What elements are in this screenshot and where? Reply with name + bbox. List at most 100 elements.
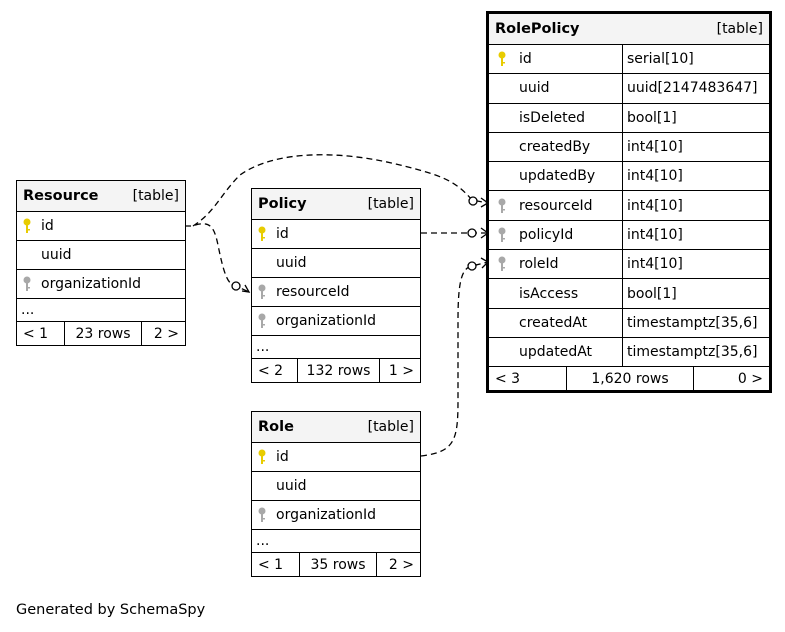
column-row[interactable]: resourceId	[252, 277, 420, 306]
edge-resource-policy-end	[231, 281, 241, 291]
column-name: id	[276, 449, 289, 465]
column-row[interactable]: isAccess bool[1]	[489, 278, 769, 308]
more-columns: ...	[252, 529, 420, 552]
column-name-cell: updatedAt	[489, 338, 622, 366]
column-name: isDeleted	[519, 109, 586, 126]
column-name: updatedBy	[519, 168, 596, 185]
foreign-key-icon	[252, 313, 272, 329]
column-type: int4[10]	[622, 220, 769, 250]
ellipsis: ...	[256, 533, 270, 549]
column-row[interactable]: id	[252, 442, 420, 471]
column-row[interactable]: organizationId	[252, 500, 420, 529]
column-type: timestamptz[35,6]	[622, 308, 769, 337]
edge-resource-rolepolicy	[192, 154, 489, 227]
column-row[interactable]: uuid	[252, 248, 420, 277]
row-count: 132 rows	[297, 359, 380, 382]
column-name-cell: uuid	[489, 74, 622, 102]
column-name-cell: updatedBy	[489, 162, 622, 190]
column-name: organizationId	[276, 507, 377, 523]
column-name: isAccess	[519, 285, 579, 302]
column-name-cell: createdBy	[489, 133, 622, 161]
next-link[interactable]: 1 >	[388, 362, 414, 379]
table-name[interactable]: Role	[258, 419, 294, 435]
table-role[interactable]: Role [table] id uuid organizationId ... …	[251, 411, 421, 577]
edge-resource-policy	[185, 223, 250, 293]
ellipsis: ...	[256, 339, 270, 355]
prev-link[interactable]: < 2	[258, 362, 284, 379]
column-type: int4[10]	[622, 162, 769, 191]
primary-key-icon	[252, 226, 272, 242]
edge-policy-rolepolicy-end	[467, 228, 477, 238]
column-row[interactable]: roleId int4[10]	[489, 249, 769, 279]
column-name-cell: createdAt	[489, 309, 622, 337]
column-name-cell: resourceId	[489, 191, 622, 219]
foreign-key-icon	[489, 256, 515, 272]
column-name: uuid	[276, 255, 307, 271]
table-name[interactable]: Policy	[258, 196, 307, 212]
table-name[interactable]: RolePolicy	[495, 21, 580, 37]
column-row[interactable]: id	[17, 211, 185, 240]
foreign-key-icon	[252, 284, 272, 300]
column-name: organizationId	[41, 276, 142, 292]
table-type: [table]	[132, 188, 179, 204]
table-footer: < 1 35 rows 2 >	[252, 552, 420, 576]
column-row[interactable]: organizationId	[252, 306, 420, 335]
column-row[interactable]: uuid	[252, 471, 420, 500]
column-name: id	[276, 226, 289, 242]
column-row[interactable]: updatedBy int4[10]	[489, 161, 769, 191]
column-row[interactable]: resourceId int4[10]	[489, 190, 769, 220]
prev-link[interactable]: < 1	[258, 556, 284, 573]
column-type: int4[10]	[622, 250, 769, 279]
next-link[interactable]: 0 >	[737, 370, 763, 387]
prev-link[interactable]: < 1	[23, 325, 49, 342]
table-type: [table]	[367, 196, 414, 212]
prev-link[interactable]: < 3	[495, 370, 521, 387]
column-type: uuid[2147483647]	[622, 74, 769, 103]
edge-resource-rolepolicy-end	[468, 196, 478, 206]
primary-key-icon	[17, 218, 37, 234]
column-row[interactable]: organizationId	[17, 269, 185, 298]
row-count: 35 rows	[299, 553, 377, 576]
primary-key-icon	[252, 449, 272, 465]
column-row[interactable]: id	[252, 219, 420, 248]
more-columns: ...	[17, 298, 185, 321]
column-type: int4[10]	[622, 132, 769, 162]
table-header: Policy [table]	[252, 189, 420, 219]
column-name: resourceId	[276, 284, 350, 300]
column-name: roleId	[519, 256, 559, 273]
generated-by-caption: Generated by SchemaSpy	[16, 602, 206, 618]
foreign-key-icon	[489, 227, 515, 243]
column-name: uuid	[276, 478, 307, 494]
table-footer: < 3 1,620 rows 0 >	[489, 366, 769, 391]
foreign-key-icon	[252, 507, 272, 523]
ellipsis: ...	[21, 302, 35, 318]
table-type: [table]	[716, 21, 763, 37]
next-link[interactable]: 2 >	[153, 325, 179, 342]
column-row[interactable]: uuid	[17, 240, 185, 269]
column-name-cell: id	[489, 45, 622, 73]
more-columns: ...	[252, 335, 420, 358]
foreign-key-icon	[17, 276, 37, 292]
table-name[interactable]: Resource	[23, 188, 99, 204]
column-name: resourceId	[519, 197, 593, 214]
column-type: timestamptz[35,6]	[622, 337, 769, 367]
column-type: int4[10]	[622, 191, 769, 220]
table-resource[interactable]: Resource [table] id uuid organizationId …	[16, 180, 186, 346]
column-name: id	[41, 218, 54, 234]
column-type: bool[1]	[622, 279, 769, 308]
table-policy[interactable]: Policy [table] id uuid resourceId organi…	[251, 188, 421, 383]
column-name: organizationId	[276, 313, 377, 329]
next-link[interactable]: 2 >	[388, 556, 414, 573]
column-name-cell: isDeleted	[489, 104, 622, 132]
column-name: id	[519, 51, 532, 68]
foreign-key-icon	[489, 198, 515, 214]
